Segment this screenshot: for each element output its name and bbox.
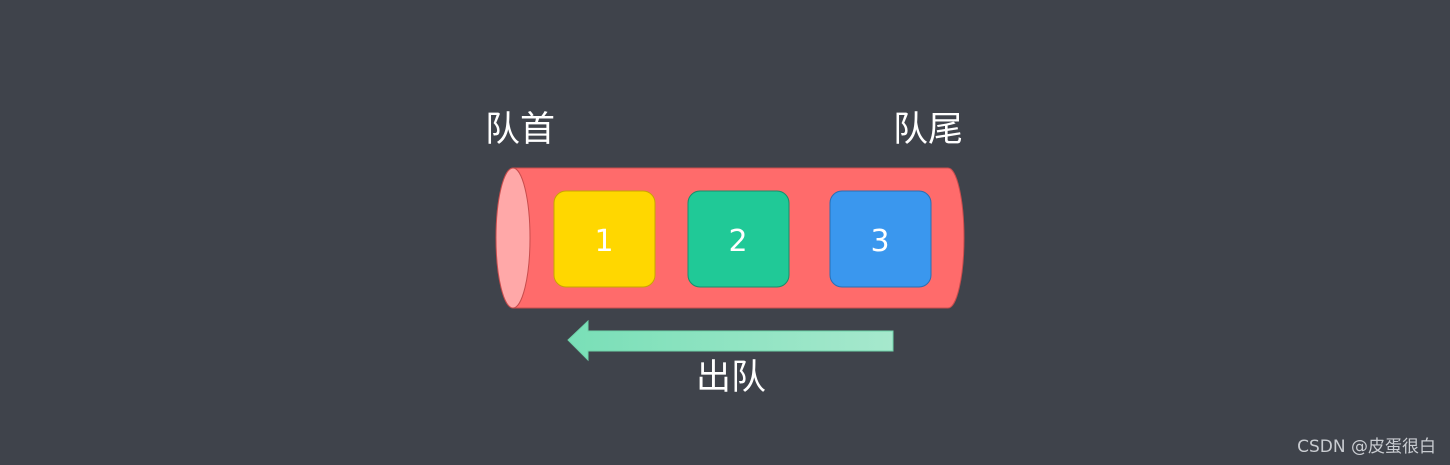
- queue-item-box: [687, 190, 790, 288]
- front-label: 队首: [485, 110, 555, 150]
- dequeue-arrow: [567, 319, 894, 362]
- pipe-front-end: [495, 167, 531, 309]
- queue-item-1: 1: [553, 190, 656, 288]
- queue-item-value: 3: [870, 224, 889, 259]
- queue-item-3: 3: [829, 190, 932, 288]
- queue-item-box: [553, 190, 656, 288]
- watermark: CSDN @皮蛋很白: [1297, 437, 1436, 457]
- dequeue-label: 出队: [696, 358, 766, 398]
- rear-label: 队尾: [893, 110, 963, 150]
- queue-item-value: 2: [728, 224, 747, 259]
- queue-item-box: [829, 190, 932, 288]
- queue-item-value: 1: [594, 224, 613, 259]
- queue-item-2: 2: [687, 190, 790, 288]
